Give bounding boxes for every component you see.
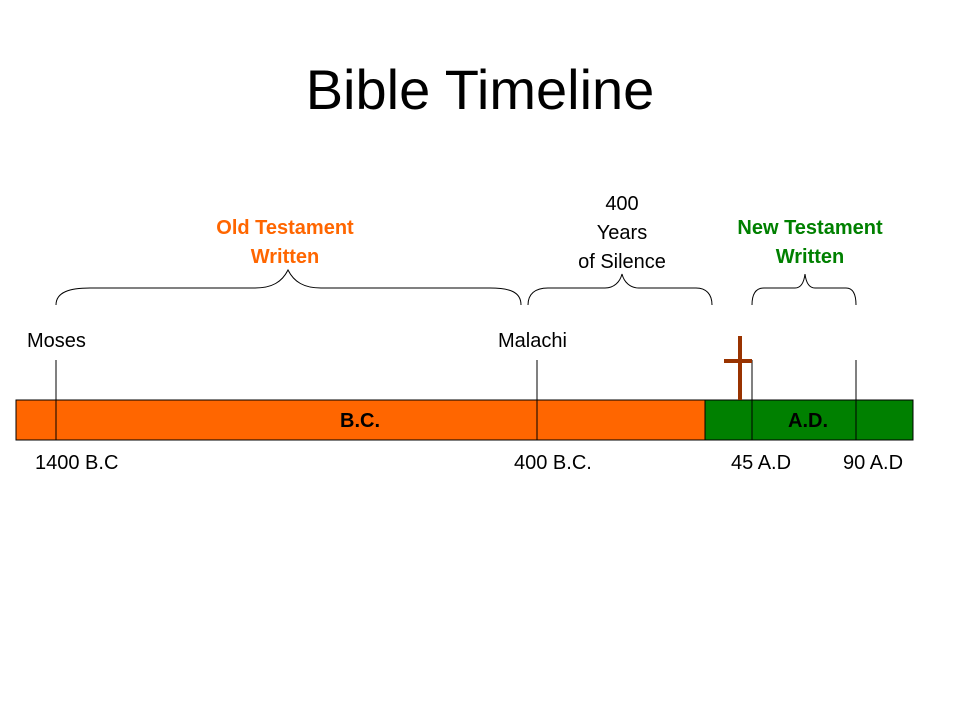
old-testament-line2: Written (250, 246, 320, 268)
date-90ad: 90 A.D (843, 452, 904, 474)
new-testament-brace (751, 273, 857, 306)
silence-brace (527, 273, 713, 306)
page-title: Bible Timeline (305, 58, 655, 121)
malachi-label: Malachi (498, 330, 567, 352)
date-400bc: 400 B.C. (514, 452, 592, 474)
bc-bar (15, 399, 706, 441)
old-testament-line1: Old Testament (216, 217, 354, 239)
date-1400bc: 1400 B.C (35, 452, 119, 474)
new-testament-label: New Testament Written (737, 214, 882, 272)
old-testament-brace (55, 268, 522, 306)
old-testament-label: Old Testament Written (216, 214, 353, 272)
cross-icon (724, 336, 752, 400)
new-testament-line1: New Testament (737, 217, 883, 239)
new-testament-line2: Written (775, 246, 845, 268)
ad-bar (704, 399, 914, 441)
silence-line2: Years (596, 222, 648, 244)
date-45ad: 45 A.D (731, 452, 792, 474)
moses-label: Moses (27, 330, 86, 352)
silence-line1: 400 (605, 193, 639, 215)
silence-line3: of Silence (578, 251, 666, 273)
silence-label: 400 Years of Silence (578, 190, 666, 277)
bc-label: B.C. (340, 410, 380, 432)
ad-label: A.D. (788, 410, 828, 432)
